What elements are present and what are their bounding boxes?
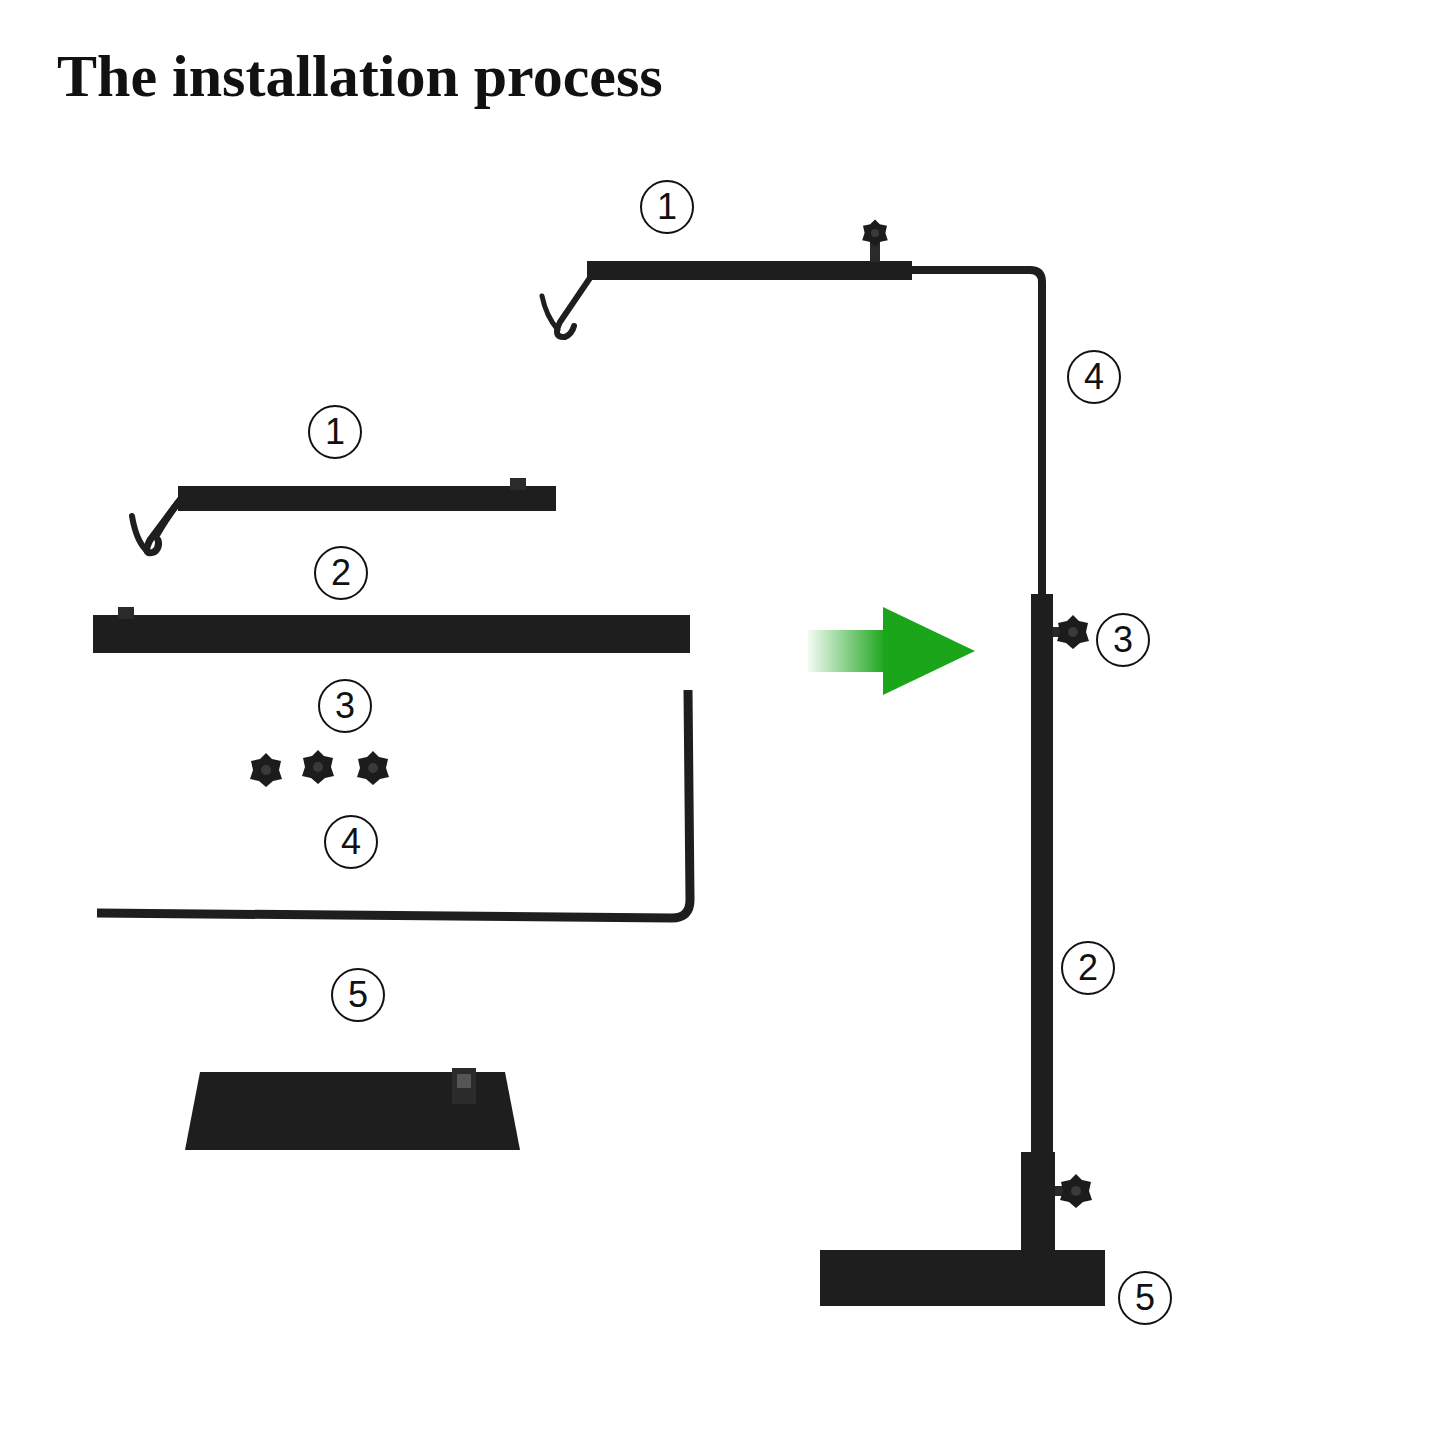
- callout-number: 5: [1118, 1271, 1172, 1325]
- callout-number: 2: [314, 546, 368, 600]
- callout-number: 3: [1096, 613, 1150, 667]
- callout-number: 2: [1061, 941, 1115, 995]
- hook-arm-part: [132, 478, 556, 553]
- title: The installation process: [57, 42, 663, 111]
- callout-number: 3: [318, 679, 372, 733]
- callout-number: 4: [1067, 350, 1121, 404]
- base-plate-part: [185, 1068, 520, 1150]
- knob-parts: [250, 750, 389, 787]
- callout-number: 1: [308, 405, 362, 459]
- square-tube-part: [93, 607, 690, 653]
- callout-number: 5: [331, 968, 385, 1022]
- callout-number: 4: [324, 815, 378, 869]
- l-rod-part: [97, 690, 690, 918]
- assembled-stand: [542, 219, 1105, 1306]
- assembly-arrow: [808, 607, 975, 695]
- callout-number: 1: [640, 180, 694, 234]
